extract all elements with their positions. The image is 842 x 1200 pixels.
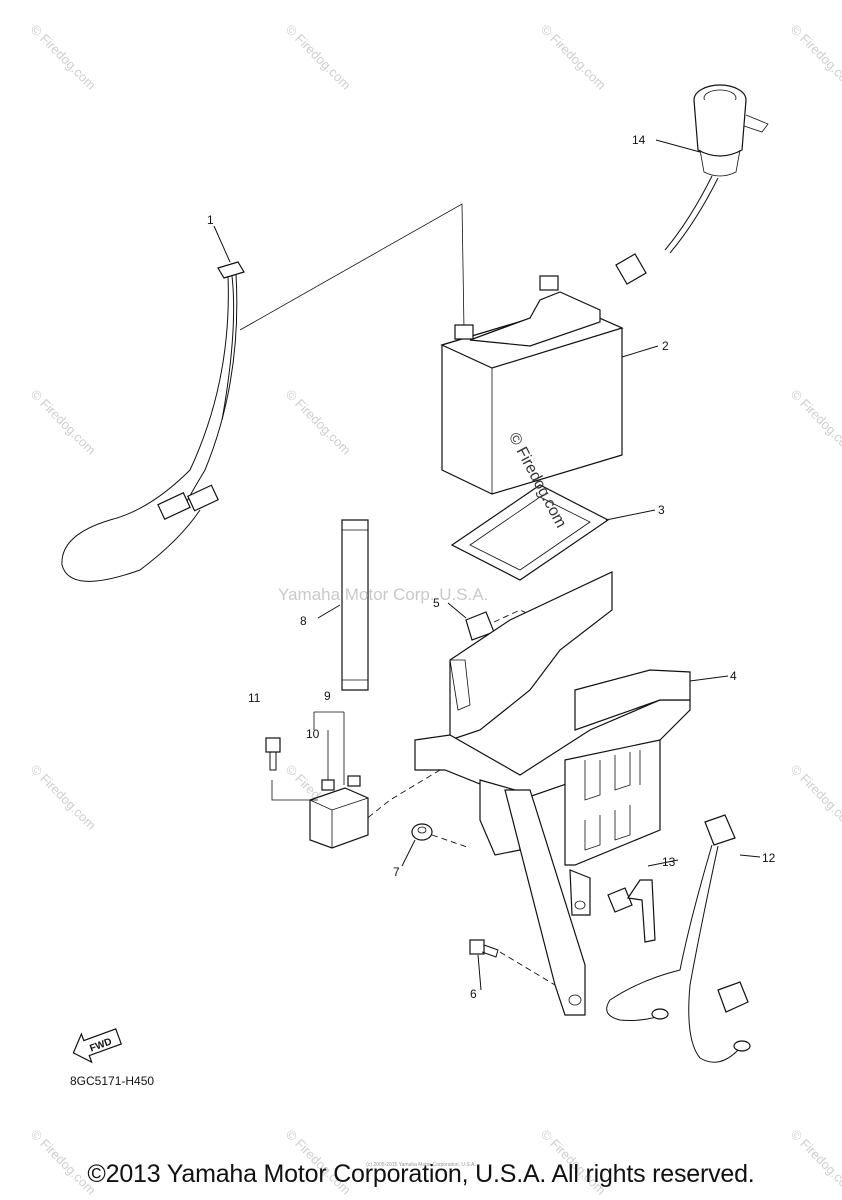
part-2-battery <box>440 275 624 495</box>
watermark-tile: © Firedog.com <box>28 762 99 833</box>
cable-routing-line <box>239 203 465 331</box>
part-14-accessory-socket <box>615 84 769 285</box>
callout-9: 9 <box>324 689 331 703</box>
watermark-center: Yamaha Motor Corp. U.S.A. <box>278 585 489 604</box>
part-3-battery-pad <box>450 484 610 581</box>
part-9-starter-relay <box>309 711 369 849</box>
callout-2: 2 <box>662 339 669 353</box>
watermark-tile: © Firedog.com <box>283 387 354 458</box>
fwd-arrow-icon: FWD <box>72 1028 122 1064</box>
part-4-battery-box <box>364 571 691 1016</box>
callout-6: 6 <box>470 987 477 1001</box>
callouts: 1 2 3 4 5 6 7 8 9 10 11 12 13 14 <box>207 133 776 1001</box>
callout-3: 3 <box>658 503 665 517</box>
callout-14: 14 <box>632 133 646 147</box>
watermark-tile: © Firedog.com <box>788 387 842 458</box>
watermark-tile: © Firedog.com <box>28 22 99 93</box>
part-1-battery-cable <box>61 261 245 582</box>
callout-13: 13 <box>662 855 676 869</box>
callout-4: 4 <box>730 669 737 683</box>
callout-8: 8 <box>300 614 307 628</box>
callout-10: 10 <box>306 727 320 741</box>
copyright: ©2013 Yamaha Motor Corporation, U.S.A. A… <box>87 1160 755 1188</box>
callout-5: 5 <box>433 596 440 610</box>
fine-print: (c) 2005-2015 Yamaha Motor Corporation, … <box>366 1162 476 1168</box>
watermark-tile: © Firedog.com <box>283 22 354 93</box>
watermark-tile: © Firedog.com <box>788 22 842 93</box>
watermark-tile: © Firedog.com <box>28 387 99 458</box>
part-11-bolt <box>265 737 318 801</box>
watermark-tile: © Firedog.com <box>538 22 609 93</box>
part-13-harness-clip <box>607 879 656 943</box>
part-8-battery-band <box>341 519 369 691</box>
watermark-tile: © Firedog.com <box>788 762 842 833</box>
leader-lines <box>213 139 761 991</box>
part-7-grommet <box>411 823 471 849</box>
part-6-bolt <box>469 939 556 986</box>
callout-7: 7 <box>393 865 400 879</box>
drawing-code: 8GC5171-H450 <box>70 1074 155 1088</box>
callout-11: 11 <box>248 691 261 705</box>
callout-1: 1 <box>207 213 214 227</box>
callout-12: 12 <box>762 851 776 865</box>
part-12-sub-lead <box>606 814 751 1063</box>
